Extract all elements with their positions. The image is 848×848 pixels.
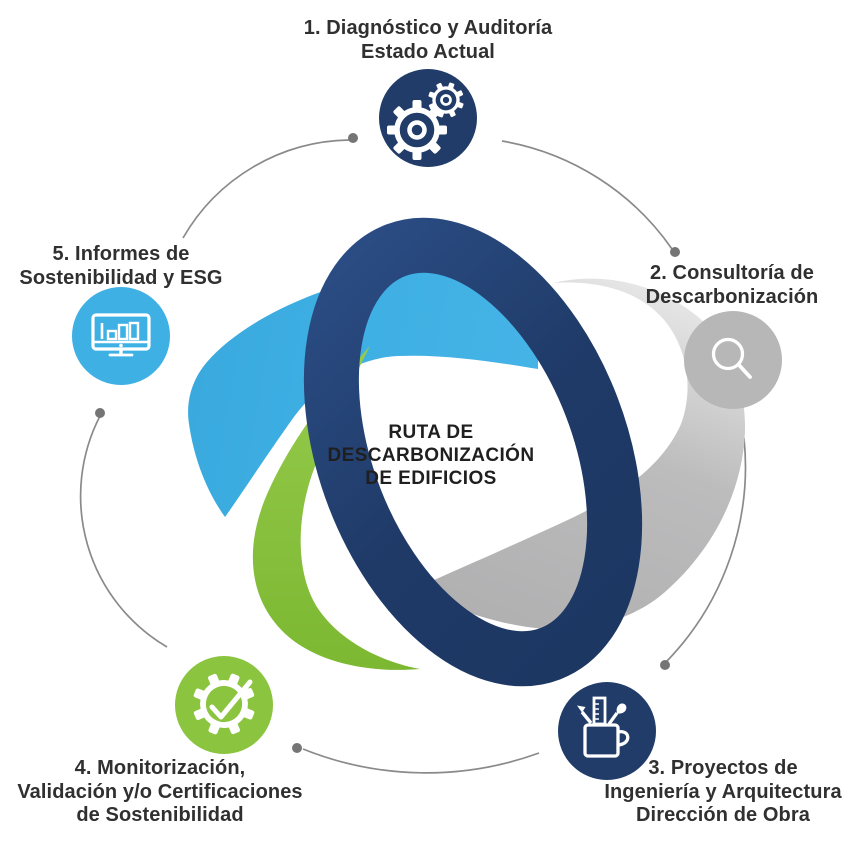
connector-arc-1-to-2	[501, 140, 673, 250]
center-title: RUTA DE DESCARBONIZACIÓN DE EDIFICIOS	[271, 421, 591, 490]
step-2-node	[684, 311, 782, 409]
step-3-label-line: 3. Proyectos de	[648, 757, 798, 779]
knot-band-gray	[414, 278, 746, 630]
gears-icon	[387, 75, 471, 160]
connector-arc-3-to-4	[302, 748, 540, 774]
connector-dot-2	[670, 247, 680, 257]
connector-dot-4	[292, 743, 302, 753]
knot-band-navy	[303, 217, 643, 687]
mug-drafting-tools-icon	[577, 696, 630, 758]
knot-band-green	[252, 346, 420, 670]
center-knot	[188, 217, 746, 687]
step-3-label-line: Ingeniería y Arquitectura	[604, 780, 842, 803]
step-2-label-line: Descarbonización	[645, 285, 819, 308]
step-4-label: 4. Monitorización, Validación y/o Certif…	[0, 757, 320, 828]
step-3-label: 3. Proyectos de Ingeniería y Arquitectur…	[563, 757, 848, 828]
magnifier-icon	[711, 337, 752, 379]
gear-check-icon	[183, 663, 265, 745]
step-4-label-line: de Sostenibilidad	[76, 804, 244, 826]
center-title-line: DE EDIFICIOS	[365, 468, 497, 489]
step-4-label-line: 4. Monitorización,	[74, 757, 246, 779]
step-5-label-line: Sostenibilidad y ESG	[19, 266, 223, 289]
monitor-chart-icon	[91, 313, 151, 357]
step-5-node	[72, 287, 170, 385]
connector-dot-1	[348, 133, 358, 143]
step-1-label-line: Estado Actual	[361, 40, 495, 63]
step-1-label-line: 1. Diagnóstico y Auditoría	[303, 17, 553, 39]
step-3-label-line: Dirección de Obra	[636, 804, 810, 826]
step-4-node	[175, 656, 273, 754]
connector-arc-5-to-1	[182, 139, 350, 239]
step-1-label: 1. Diagnóstico y Auditoría Estado Actual	[244, 17, 612, 64]
knot-band-blue	[188, 270, 538, 517]
step-5-label-line: 5. Informes de	[52, 243, 190, 265]
connector-arc-2-to-3	[666, 437, 747, 662]
step-2-label: 2. Consultoría de Descarbonización	[612, 262, 848, 309]
step-5-label: 5. Informes de Sostenibilidad y ESG	[0, 243, 251, 290]
step-1-node	[379, 69, 477, 167]
center-title-line: RUTA DE	[388, 422, 474, 443]
connector-arcs	[79, 139, 747, 774]
step-2-label-line: 2. Consultoría de	[650, 262, 814, 284]
connector-dot-3	[660, 660, 670, 670]
connector-dot-5	[95, 408, 105, 418]
center-title-line: DESCARBONIZACIÓN	[327, 445, 535, 466]
connector-dots	[95, 133, 680, 753]
step-4-label-line: Validación y/o Certificaciones	[17, 780, 303, 803]
connector-arc-4-to-5	[79, 415, 168, 648]
